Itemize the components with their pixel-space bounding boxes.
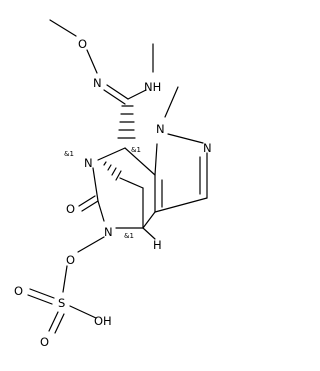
atom-n-oxime: N xyxy=(93,76,102,90)
atom-nh-amidine: NH xyxy=(144,80,161,94)
stereo-label-amidine: &1 xyxy=(131,146,141,154)
stereo-label-bridge-n: &1 xyxy=(64,150,74,158)
stereo-labels: &1 &1 &1 xyxy=(64,146,141,240)
bond-n-c-amidine-2 xyxy=(103,89,126,105)
atom-oh-sulfonyl: OH xyxy=(94,314,112,328)
bond-ch-pyr xyxy=(142,211,156,229)
bond-methyl-o xyxy=(49,19,77,37)
bond-c-nh xyxy=(127,89,147,100)
bond-s-o2 xyxy=(48,311,59,332)
atom-o-ester: O xyxy=(66,253,75,267)
bond-nurea-oester xyxy=(77,236,105,253)
bond-carbonyl-nurea xyxy=(97,200,105,222)
bond-carbonyl xyxy=(81,200,99,212)
bond-bridgehead-pyr xyxy=(124,147,156,176)
bond-o-n xyxy=(86,49,98,74)
bond-lines xyxy=(27,19,208,334)
bond-s-o1 xyxy=(29,288,55,299)
bond-pyr-n1-n2 xyxy=(167,133,204,144)
bond-pyr-n-methyl xyxy=(164,86,179,118)
atom-o-sulfonyl-1: O xyxy=(14,284,23,298)
bond-ch-h xyxy=(142,227,156,240)
atom-o-carbonyl: O xyxy=(66,202,75,216)
bond-bridge-hashed xyxy=(103,161,122,181)
atom-h-bridgehead: H xyxy=(153,238,162,252)
bond-oester-s xyxy=(62,265,68,293)
atom-n-pyrazole-1: N xyxy=(156,122,165,136)
atom-o-methoxy: O xyxy=(78,37,87,51)
bond-nbridge-carbonyl xyxy=(92,167,99,202)
bond-amidine-bridgehead xyxy=(117,105,136,139)
atom-n-pyrazole-2: N xyxy=(203,141,212,155)
atom-s-sulfur: S xyxy=(58,296,65,310)
bond-bridge-ch2-ch2 xyxy=(119,177,144,189)
atom-labels: O N NH N N N O N H O S O O OH xyxy=(14,37,212,349)
bond-n-c-amidine xyxy=(106,84,129,100)
bond-s-o1-2 xyxy=(27,294,53,305)
atom-n-bridge: N xyxy=(84,156,93,170)
bond-s-o2-2 xyxy=(54,313,65,334)
bond-pyr-c-c xyxy=(154,197,208,213)
stereo-label-bridgehead: &1 xyxy=(124,232,134,240)
bond-bridgehead-nbridge xyxy=(97,147,126,161)
bond-carbonyl-2 xyxy=(78,195,96,207)
bond-s-oh xyxy=(69,305,97,319)
atom-o-sulfonyl-2: O xyxy=(40,335,49,349)
chemical-structure: O N NH N N N O N H O S O O OH &1 &1 &1 xyxy=(14,19,212,349)
atom-n-urea: N xyxy=(104,225,113,239)
bond-pyr-c-n1 xyxy=(154,143,158,176)
